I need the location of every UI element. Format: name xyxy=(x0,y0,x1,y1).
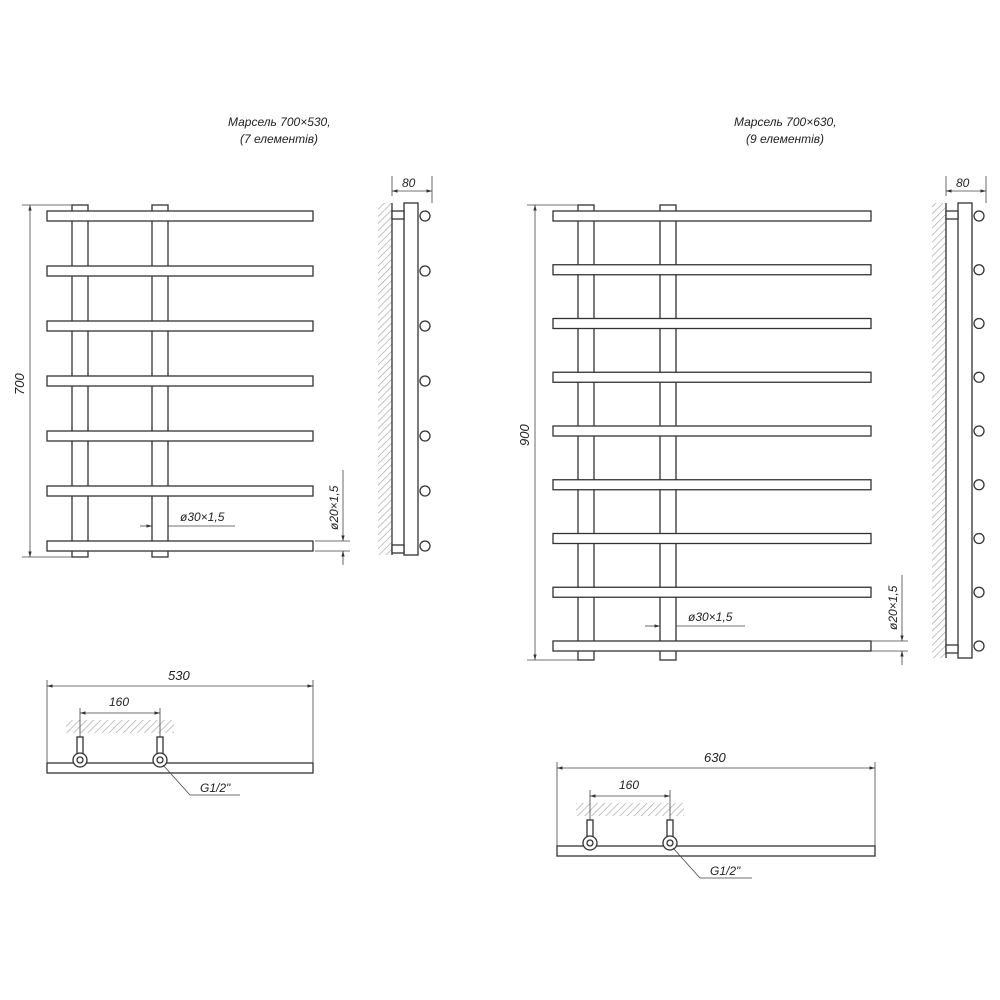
bar-end-circle xyxy=(419,485,431,497)
model-1-spacing-label: 160 xyxy=(109,695,129,709)
horizontal-bar xyxy=(46,540,314,552)
bar-end-circle xyxy=(973,532,985,545)
wall-hatch xyxy=(378,203,392,555)
bar-end-circle xyxy=(419,210,431,222)
model-1-pipe-main-dimension: ø30×1,5 xyxy=(140,510,235,528)
horizontal-bar xyxy=(552,210,872,222)
model-1-title-line1: Марсель 700×530, xyxy=(228,115,331,129)
model-2-height-dimension: 900 xyxy=(517,204,578,661)
bar-end-circle xyxy=(973,210,985,222)
side-collector xyxy=(403,202,419,556)
horizontal-bar xyxy=(552,532,872,545)
model-1-pipe-main-label: ø30×1,5 xyxy=(180,510,225,524)
model-2-title-line1: Марсель 700×630, xyxy=(734,115,837,129)
model-2-depth-label: 80 xyxy=(956,176,970,190)
model-1-pipe-bar-label: ø20×1,5 xyxy=(327,485,341,530)
model-1-drawing: Марсель 700×530, (7 елементів) 700 ø30×1… xyxy=(12,115,433,796)
horizontal-bar xyxy=(552,425,872,437)
model-2-pipe-bar-label: ø20×1,5 xyxy=(886,585,900,630)
model-1-pipe-bar-dimension: ø20×1,5 xyxy=(315,470,350,565)
horizontal-bar xyxy=(46,375,314,387)
model-2-top-view: 630 160 G1/2" xyxy=(556,750,876,879)
horizontal-bar xyxy=(46,320,314,332)
side-collector xyxy=(957,202,973,659)
model-1-front-view xyxy=(46,204,314,558)
model-1-top-view: 530 160 G1/2" xyxy=(46,668,314,796)
model-1-side-view: 80 xyxy=(378,176,433,556)
model-2-title-line2: (9 елементів) xyxy=(746,132,824,146)
horizontal-bar xyxy=(46,485,314,497)
horizontal-bar xyxy=(552,317,872,330)
bar-end-circle xyxy=(419,540,431,552)
bar-end-circle xyxy=(419,320,431,332)
model-1-height-label: 700 xyxy=(12,373,27,395)
horizontal-bar xyxy=(552,479,872,491)
model-1-thread-label: G1/2" xyxy=(200,781,231,795)
horizontal-bar xyxy=(552,586,872,598)
top-bar xyxy=(46,762,314,774)
horizontal-bar xyxy=(552,640,872,652)
bar-end-circle xyxy=(973,586,985,598)
model-2-front-view xyxy=(552,204,872,661)
model-1-width-label: 530 xyxy=(168,668,190,683)
model-2-thread-label: G1/2" xyxy=(710,864,741,878)
wall-hatch xyxy=(932,203,946,658)
bar-end-circle xyxy=(973,317,985,330)
bar-end-circle xyxy=(973,264,985,276)
wall-hatch xyxy=(576,803,684,816)
model-2-spacing-label: 160 xyxy=(619,778,639,792)
bar-end-circle xyxy=(973,479,985,491)
bar-end-circle xyxy=(419,430,431,442)
horizontal-bar xyxy=(46,210,314,222)
bar-end-circle xyxy=(973,640,985,652)
horizontal-bar xyxy=(46,265,314,277)
horizontal-bar xyxy=(552,264,872,276)
model-1-height-dimension: 700 xyxy=(12,204,72,558)
model-2-pipe-main-label: ø30×1,5 xyxy=(688,610,733,624)
model-2-width-label: 630 xyxy=(704,750,726,765)
bar-end-circle xyxy=(973,425,985,437)
horizontal-bar xyxy=(46,430,314,442)
model-1-depth-label: 80 xyxy=(402,176,416,190)
model-2-drawing: Марсель 700×630, (9 елементів) 900 ø30×1… xyxy=(517,115,987,879)
model-2-pipe-bar-dimension: ø20×1,5 xyxy=(871,575,908,665)
bar-end-circle xyxy=(419,265,431,277)
model-2-height-label: 900 xyxy=(517,424,532,446)
horizontal-bar xyxy=(552,371,872,383)
bar-end-circle xyxy=(419,375,431,387)
model-2-side-view: 80 xyxy=(932,176,987,659)
model-1-title-line2: (7 елементів) xyxy=(240,132,318,146)
top-bar xyxy=(556,845,876,857)
wall-hatch xyxy=(66,720,174,733)
model-2-pipe-main-dimension: ø30×1,5 xyxy=(645,610,745,628)
bar-end-circle xyxy=(973,371,985,383)
